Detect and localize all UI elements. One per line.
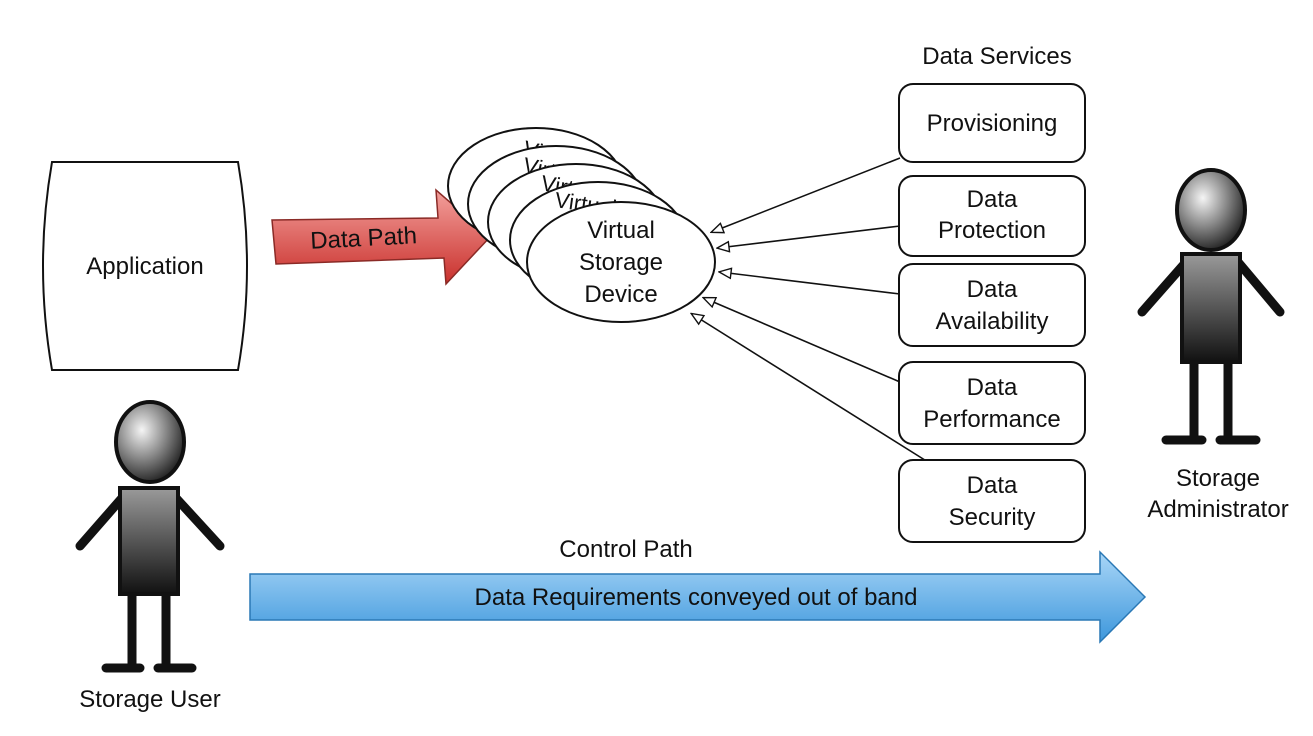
service-label-performance-1: Data — [967, 374, 1018, 401]
service-box-protection: Data Protection — [898, 175, 1086, 257]
virtual-storage-line-3: Device — [584, 281, 657, 308]
service-label-provisioning: Provisioning — [927, 110, 1058, 137]
service-label-protection-1: Data — [967, 186, 1018, 213]
storage-user-label: Storage User — [79, 686, 220, 713]
control-path-arrow: Data Requirements conveyed out of band — [249, 550, 1147, 644]
data-services-list: Provisioning Data Protection Data Availa… — [898, 83, 1086, 543]
data-path-label: Data Path — [310, 222, 418, 255]
service-connectors — [692, 157, 929, 463]
connector-availability — [720, 272, 901, 295]
service-label-performance-2: Performance — [923, 406, 1060, 433]
service-label-security-2: Security — [949, 504, 1036, 531]
virtual-storage-line-1: Virtual — [587, 217, 655, 244]
storage-admin-figure: Storage Administrator — [1137, 168, 1289, 523]
admin-icon — [1137, 168, 1285, 445]
control-path-label: Data Requirements conveyed out of band — [475, 584, 918, 611]
connector-performance — [704, 298, 901, 383]
user-icon — [75, 400, 225, 673]
service-label-availability-2: Availability — [936, 308, 1049, 335]
data-services-title: Data Services — [922, 43, 1071, 70]
connector-provisioning — [712, 157, 901, 232]
service-label-security-1: Data — [967, 472, 1018, 499]
application-label: Application — [86, 253, 203, 280]
connector-protection — [718, 225, 901, 248]
application-node: Application — [42, 161, 248, 371]
service-box-provisioning: Provisioning — [898, 83, 1086, 163]
virtual-storage-line-2: Storage — [579, 249, 663, 276]
service-label-protection-2: Protection — [938, 217, 1046, 244]
service-box-availability: Data Availability — [898, 263, 1086, 347]
storage-admin-label-2: Administrator — [1147, 496, 1288, 523]
service-label-availability-1: Data — [967, 276, 1018, 303]
data-path-arrow: Data Path — [271, 188, 492, 286]
control-path-title: Control Path — [559, 536, 692, 563]
storage-user-figure: Storage User — [75, 400, 225, 713]
service-box-performance: Data Performance — [898, 361, 1086, 445]
connector-security — [692, 314, 929, 463]
virtual-storage-stack: Virtual Virtual Virtual Virtual Virtual … — [447, 127, 716, 323]
service-box-security: Data Security — [898, 459, 1086, 543]
storage-admin-label-1: Storage — [1176, 465, 1260, 492]
